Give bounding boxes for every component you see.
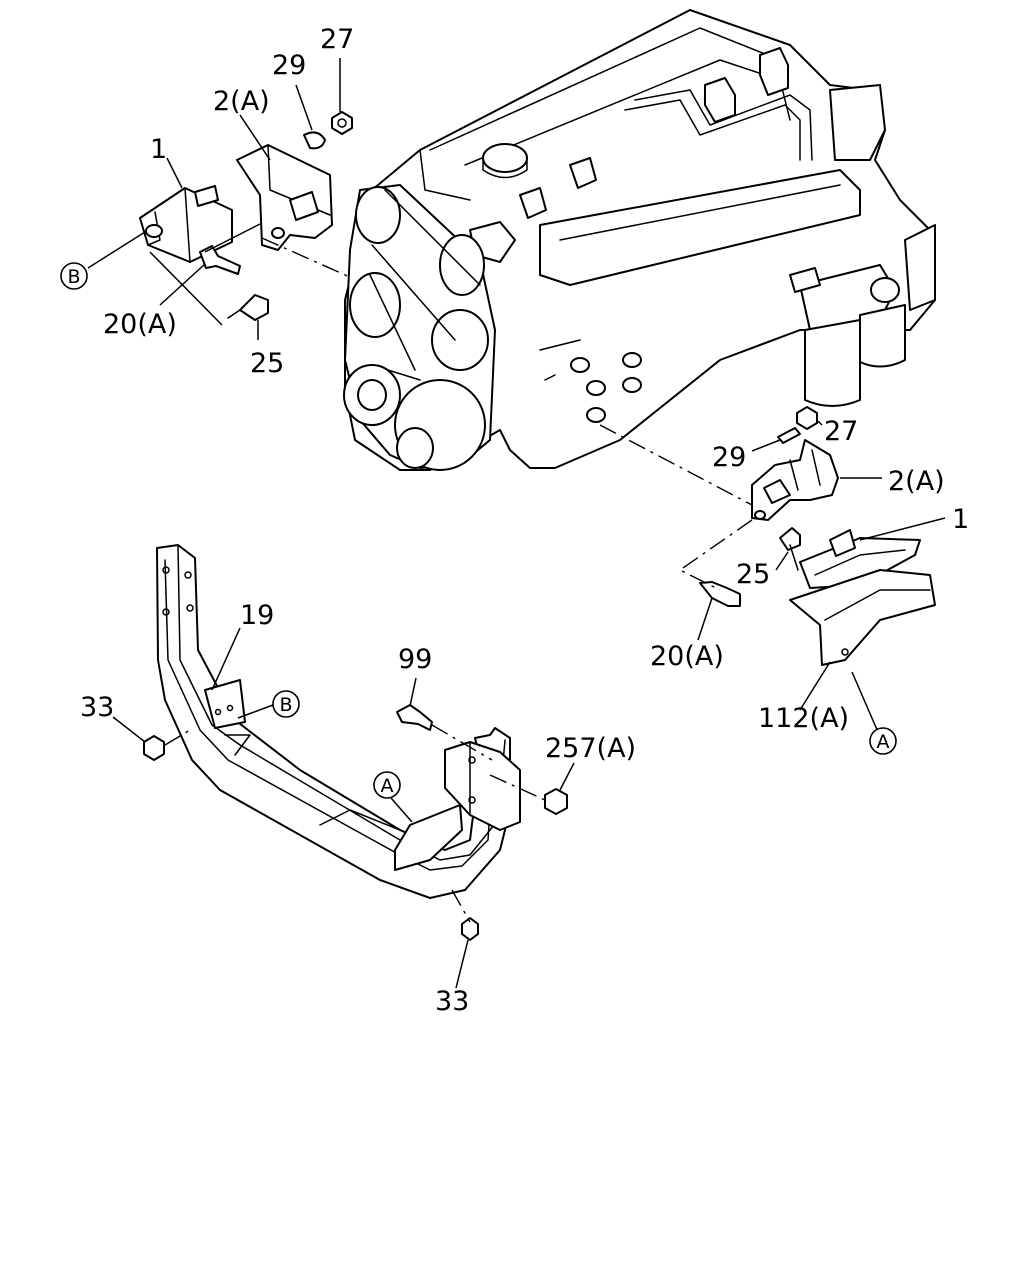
washer-right — [777, 427, 801, 444]
ref-circle-a-right: A — [869, 727, 897, 755]
label-nut-33-bottom: 33 — [435, 986, 469, 1017]
label-bracket-right: 2(A) — [888, 466, 945, 497]
svg-text:A: A — [381, 775, 394, 797]
label-bolt-20a-right: 20(A) — [650, 641, 724, 672]
label-insulator-left: 1 — [150, 134, 167, 165]
upper-left-mount-assembly — [139, 111, 353, 321]
ref-circle-b-lower: B — [272, 690, 300, 718]
ref-circle-b-upper: B — [60, 262, 88, 290]
crossmember — [156, 544, 521, 899]
bolt-25-left — [239, 294, 269, 321]
label-washer-left: 29 — [272, 50, 306, 81]
nut-right-top — [796, 406, 818, 430]
right-callouts: 27 29 2(A) 1 25 20(A) 112(A) A — [650, 416, 969, 755]
bolt-20a-left — [199, 245, 241, 275]
svg-text:B: B — [279, 694, 292, 716]
label-nut-right: 27 — [824, 416, 858, 447]
svg-text:A: A — [877, 731, 890, 753]
label-bolt-99: 99 — [398, 644, 432, 675]
label-crossmember: 19 — [240, 600, 274, 631]
label-bracket-left: 2(A) — [213, 86, 270, 117]
label-nut-33-left: 33 — [80, 692, 114, 723]
label-insulator-right: 1 — [952, 504, 969, 535]
nut-left-top — [331, 111, 353, 135]
engine-block — [343, 9, 936, 471]
ref-circle-a-lower: A — [373, 771, 401, 799]
label-bolt-20a-left: 20(A) — [103, 309, 177, 340]
stopper-right — [789, 569, 936, 666]
nut-257a — [544, 788, 568, 815]
nut-33-left — [143, 735, 165, 761]
lower-callouts: 19 99 33 257(A) 33 B A — [80, 600, 636, 1017]
bolt-99 — [396, 704, 433, 731]
bracket-left — [236, 144, 333, 251]
svg-text:B: B — [67, 266, 80, 288]
label-bolt-25-right: 25 — [736, 559, 770, 590]
label-nut-257a: 257(A) — [545, 733, 636, 764]
bolt-20a-right — [699, 581, 741, 607]
washer-left — [303, 131, 326, 150]
label-washer-right: 29 — [712, 442, 746, 473]
upper-left-callouts: 1 2(A) 29 27 20(A) 25 B — [60, 24, 354, 379]
insulator-right — [799, 537, 921, 589]
nut-33-bottom — [461, 917, 479, 941]
label-bolt-25-left: 25 — [250, 348, 284, 379]
lower-fasteners — [143, 704, 568, 941]
label-nut-left: 27 — [320, 24, 354, 55]
label-stopper-right: 112(A) — [758, 703, 849, 734]
right-mount-assembly — [599, 406, 936, 666]
bolt-25-right — [779, 527, 801, 551]
